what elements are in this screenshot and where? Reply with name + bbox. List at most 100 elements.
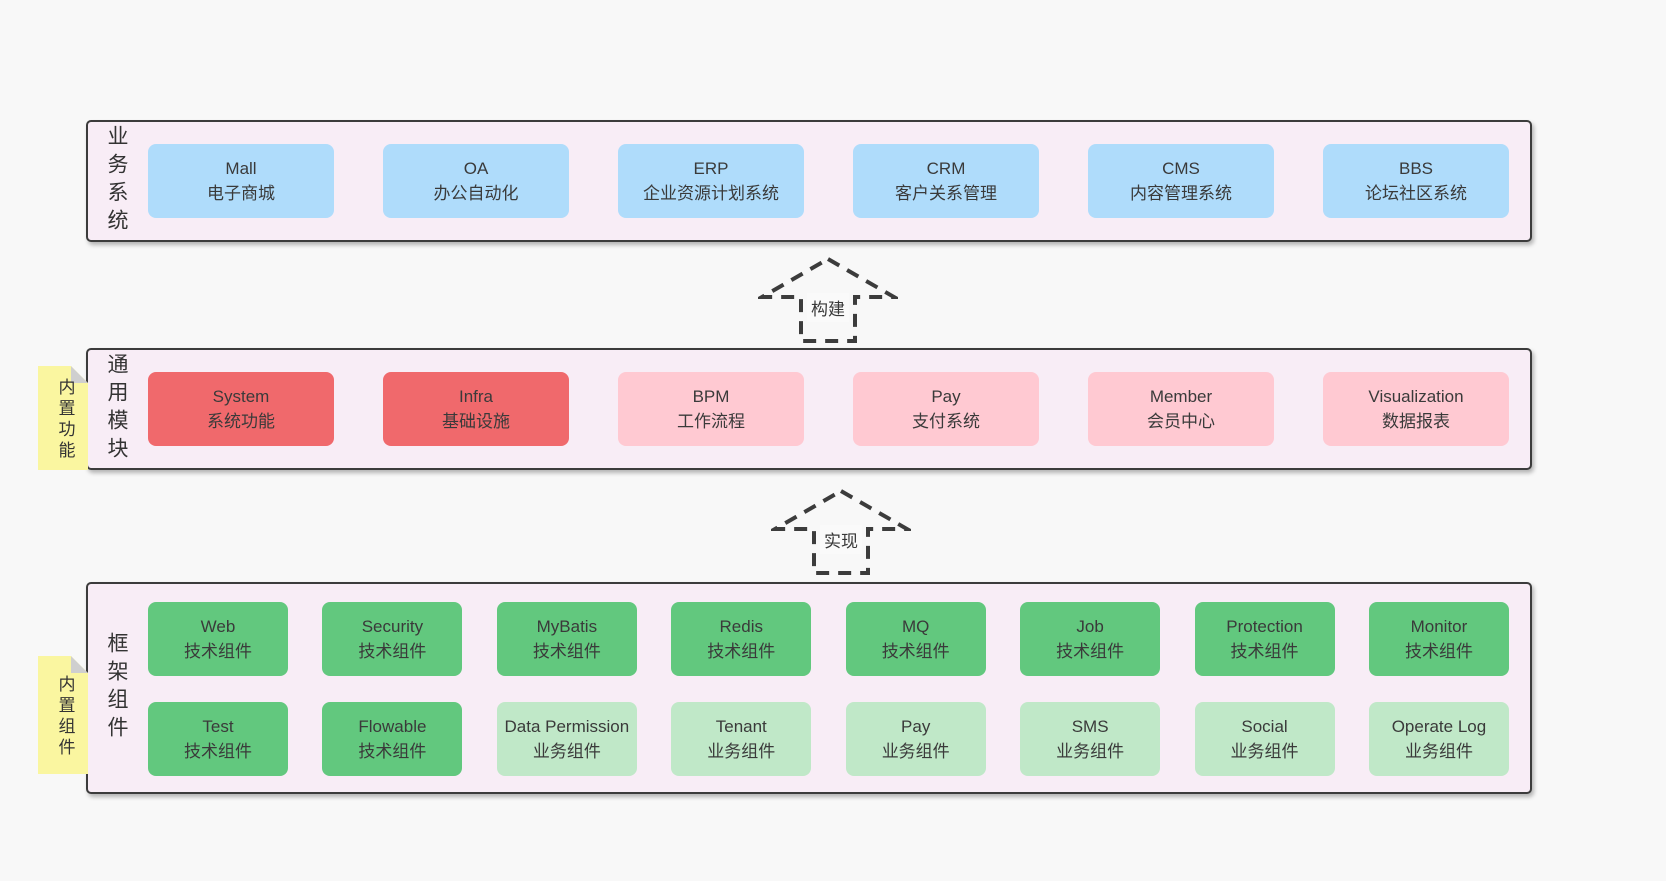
node-title: Pay: [901, 717, 931, 736]
framework-components-row-2: Test 技术组件 Flowable 技术组件 Data Permission …: [148, 702, 1509, 776]
node-title: BPM: [692, 387, 730, 406]
node-title: System: [212, 387, 270, 406]
node-redis: Redis 技术组件: [671, 602, 812, 676]
node-subtitle: 数据报表: [1382, 412, 1450, 431]
node-title: Monitor: [1410, 617, 1468, 636]
layer-framework-components-label: 框架组件: [105, 632, 128, 744]
node-title: Visualization: [1368, 387, 1464, 406]
node-title: CRM: [926, 159, 966, 178]
node-title: SMS: [1071, 717, 1109, 736]
node-subtitle: 技术组件: [184, 742, 252, 761]
node-subtitle: 会员中心: [1147, 412, 1215, 431]
node-title: Data Permission: [504, 717, 630, 736]
layer-common-modules-label: 通用模块: [105, 353, 128, 465]
node-erp: ERP 企业资源计划系统: [618, 144, 804, 218]
node-title: Mall: [225, 159, 257, 178]
node-title: Pay: [931, 387, 961, 406]
node-test: Test 技术组件: [148, 702, 288, 776]
node-title: Member: [1149, 387, 1213, 406]
node-security: Security 技术组件: [322, 602, 463, 676]
arrow-implement: 实现: [771, 487, 911, 577]
node-job: Job 技术组件: [1020, 602, 1161, 676]
node-infra: Infra 基础设施: [383, 372, 569, 446]
node-subtitle: 业务组件: [532, 742, 601, 761]
node-subtitle: 业务组件: [881, 742, 950, 761]
node-subtitle: 技术组件: [881, 642, 950, 661]
common-modules-row: System 系统功能 Infra 基础设施 BPM 工作流程 Pay 支付系统…: [148, 372, 1509, 446]
node-title: Operate Log: [1391, 717, 1487, 736]
node-subtitle: 技术组件: [184, 642, 252, 661]
node-title: Job: [1076, 617, 1104, 636]
arrow-build-label: 构建: [807, 293, 849, 322]
node-oa: OA 办公自动化: [383, 144, 569, 218]
node-mybatis: MyBatis 技术组件: [496, 602, 637, 676]
node-subtitle: 技术组件: [1056, 642, 1125, 661]
node-web: Web 技术组件: [148, 602, 288, 676]
node-member: Member 会员中心: [1088, 372, 1274, 446]
arrow-build: 构建: [758, 255, 898, 345]
node-operate-log: Operate Log 业务组件: [1368, 702, 1509, 776]
folded-corner-icon: [71, 656, 88, 673]
node-mq: MQ 技术组件: [845, 602, 986, 676]
node-social: Social 业务组件: [1194, 702, 1335, 776]
sticky-note-text: 内置组件: [55, 675, 75, 760]
node-title: Protection: [1226, 617, 1303, 636]
node-title: BBS: [1398, 159, 1434, 178]
node-subtitle: 客户关系管理: [895, 184, 997, 203]
node-pay-component: Pay 业务组件: [845, 702, 986, 776]
node-subtitle: 技术组件: [532, 642, 601, 661]
node-subtitle: 内容管理系统: [1130, 184, 1232, 203]
node-subtitle: 基础设施: [442, 412, 510, 431]
node-subtitle: 系统功能: [207, 412, 275, 431]
business-systems-row: Mall 电子商城 OA 办公自动化 ERP 企业资源计划系统 CRM 客户关系…: [148, 144, 1509, 218]
node-title: MQ: [901, 617, 930, 636]
node-subtitle: 技术组件: [707, 642, 776, 661]
node-subtitle: 业务组件: [707, 742, 776, 761]
arrow-implement-label: 实现: [820, 525, 862, 554]
node-subtitle: 工作流程: [677, 412, 745, 431]
node-subtitle: 办公自动化: [433, 184, 519, 203]
node-title: Social: [1241, 717, 1288, 736]
node-title: Test: [202, 717, 234, 736]
layer-business-systems-label: 业务系统: [105, 125, 128, 237]
node-protection: Protection 技术组件: [1194, 602, 1335, 676]
sticky-note-built-in-components: 内置组件: [38, 656, 88, 774]
node-title: Security: [361, 617, 424, 636]
node-data-permission: Data Permission 业务组件: [496, 702, 637, 776]
node-system: System 系统功能: [148, 372, 334, 446]
node-crm: CRM 客户关系管理: [853, 144, 1039, 218]
node-title: CMS: [1162, 159, 1200, 178]
up-arrow-icon: [771, 488, 911, 575]
node-subtitle: 论坛社区系统: [1365, 184, 1467, 203]
node-title: MyBatis: [536, 617, 598, 636]
node-bpm: BPM 工作流程: [618, 372, 804, 446]
node-title: Redis: [719, 617, 763, 636]
node-subtitle: 企业资源计划系统: [643, 184, 779, 203]
layer-business-systems: 业务系统 Mall 电子商城 OA 办公自动化 ERP 企业资源计划系统 CRM…: [86, 120, 1532, 242]
framework-components-row-1: Web 技术组件 Security 技术组件 MyBatis 技术组件 Redi…: [148, 602, 1509, 676]
layer-common-modules: 通用模块 System 系统功能 Infra 基础设施 BPM 工作流程 Pay…: [86, 348, 1532, 470]
node-subtitle: 电子商城: [207, 184, 275, 203]
node-subtitle: 支付系统: [912, 412, 980, 431]
node-subtitle: 技术组件: [1404, 642, 1473, 661]
node-flowable: Flowable 技术组件: [322, 702, 463, 776]
layer-framework-components: 框架组件 Web 技术组件 Security 技术组件 MyBatis 技术组件…: [86, 582, 1532, 794]
node-sms: SMS 业务组件: [1020, 702, 1161, 776]
sticky-note-text: 内置功能: [55, 378, 75, 463]
node-pay-module: Pay 支付系统: [853, 372, 1039, 446]
node-monitor: Monitor 技术组件: [1368, 602, 1509, 676]
node-subtitle: 技术组件: [358, 742, 427, 761]
up-arrow-icon: [758, 256, 898, 343]
node-title: OA: [463, 159, 489, 178]
node-cms: CMS 内容管理系统: [1088, 144, 1274, 218]
node-subtitle: 业务组件: [1230, 742, 1299, 761]
node-title: Tenant: [715, 717, 767, 736]
folded-corner-icon: [71, 366, 88, 383]
node-subtitle: 业务组件: [1056, 742, 1125, 761]
node-title: Infra: [458, 387, 494, 406]
node-mall: Mall 电子商城: [148, 144, 334, 218]
node-title: ERP: [693, 159, 729, 178]
node-bbs: BBS 论坛社区系统: [1323, 144, 1509, 218]
node-tenant: Tenant 业务组件: [671, 702, 812, 776]
